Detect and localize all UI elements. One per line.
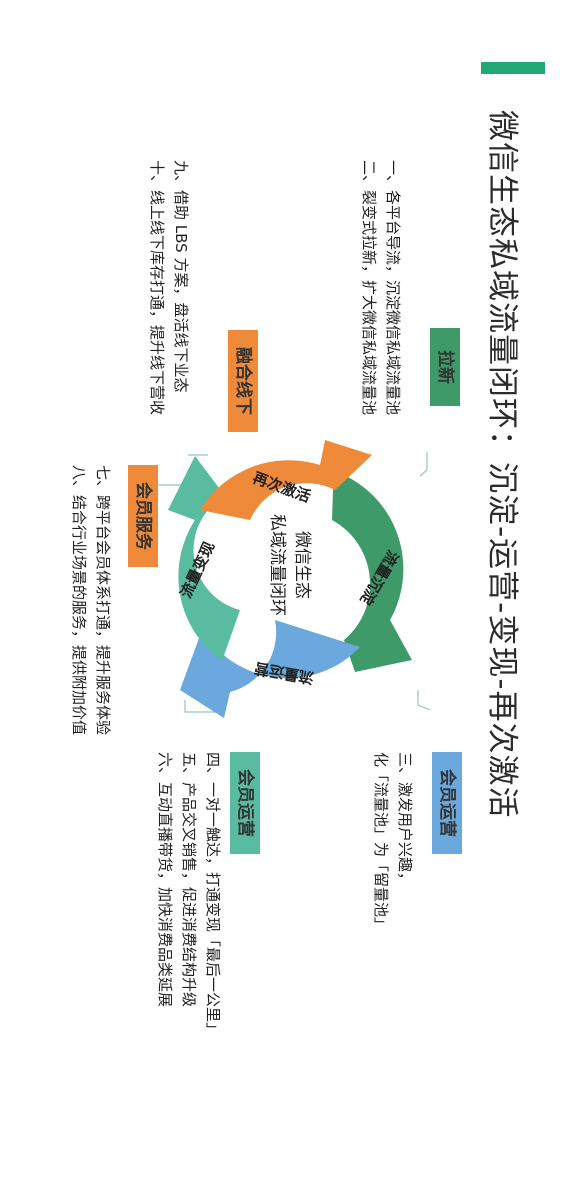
item-lahin-2: 二、裂变式拉新，扩大微信私域流量池 [360,160,378,416]
item-member-ops-3: 三、激发用户兴趣， [396,752,414,888]
item-offline-10: 十、线上线下库存打通，提升线下营收 [148,160,166,416]
ring-segment-reactivate [200,440,372,520]
item-member-ops-3b: 化「流量池」为「留量池」 [372,752,390,933]
center-text-line1: 微信生态 [292,531,312,599]
tag-member-service: 会员服务 [128,465,158,567]
item-offline-9: 九、借助 LBS 方案，盘活线下业态 [172,160,190,393]
ring-segment-operation [180,620,360,718]
item-member-ops-4: 四、一对一触达，打通变现「最后一公里」 [204,752,222,1038]
tag-member-ops-bottom: 会员运营 [230,752,260,854]
ring-segment-monetize [168,456,240,661]
tag-lahin: 拉新 [430,328,460,406]
connector-member-ops-top [417,690,431,711]
item-member-ops-5: 五、产品交叉销售，促进消费结构升级 [180,752,198,1008]
item-member-service-7: 七、跨平台会员体系打通，提升服务体验 [94,465,112,736]
item-member-ops-6: 六、互动直播带货，加快消费品类延展 [156,752,174,1008]
connector-member-ops-bottom [184,700,220,713]
tag-offline: 融合线下 [228,330,258,432]
tag-member-ops-top: 会员运营 [432,752,462,854]
item-lahin-1: 一、各平台导流，沉淀微信私域流量池 [384,160,402,416]
connector-lahin [419,452,428,477]
item-member-service-8: 八、结合行业场景的服务，提供附加价值 [70,465,88,736]
ring-segment-sediment [332,470,412,672]
center-text-line2: 私域流量闭环 [267,514,287,616]
